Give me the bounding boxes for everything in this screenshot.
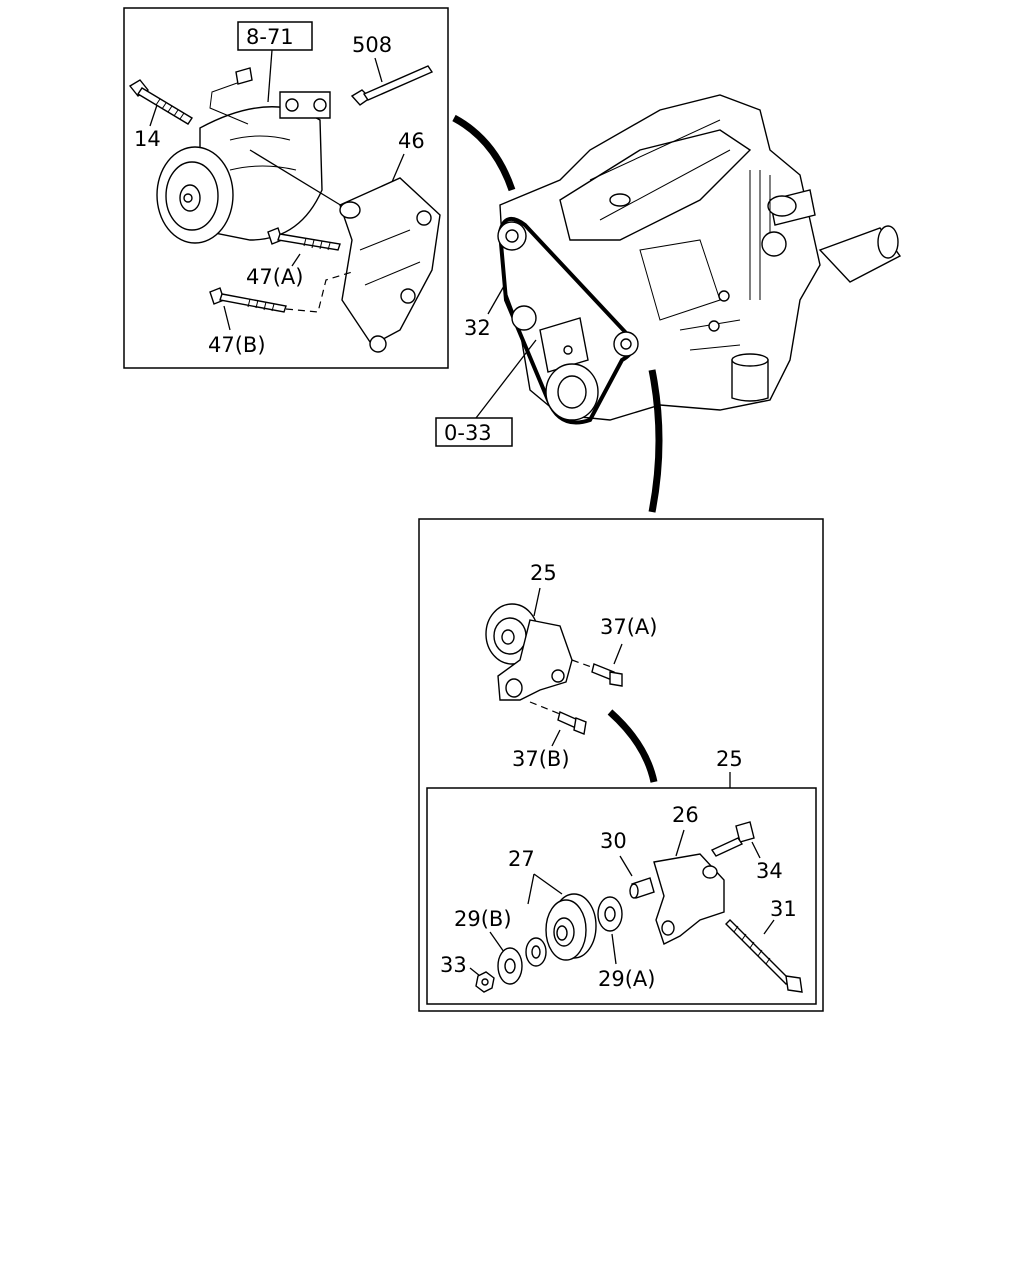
label-37a: 37(A) (600, 615, 657, 639)
bolt-14-part (128, 79, 193, 125)
pulley-27-part (545, 893, 597, 961)
leader-27 (527, 873, 563, 905)
label-47a: 47(A) (246, 265, 303, 289)
leader-26 (675, 829, 685, 857)
label-29a: 29(A) (598, 967, 655, 991)
compressor-inset-frame (123, 7, 449, 369)
label-37b: 37(B) (512, 747, 570, 771)
label-27: 27 (508, 847, 535, 871)
ref-box-0-33 (435, 417, 513, 447)
arrow-to-exploded-view (607, 709, 658, 783)
label-508: 508 (352, 33, 392, 57)
dashed-37a (571, 659, 595, 669)
leader-8-71 (267, 49, 273, 103)
leader-0-33 (475, 339, 537, 419)
leader-46 (391, 153, 405, 183)
bolt-37a-part (591, 663, 623, 687)
label-25-inner: 25 (716, 747, 743, 771)
leader-31 (763, 919, 775, 935)
ref-label-8-71: 8-71 (246, 25, 294, 49)
label-34: 34 (756, 859, 783, 883)
label-46: 46 (398, 129, 425, 153)
washer-29b-part (497, 947, 523, 985)
nut-33-part (475, 971, 495, 993)
leader-37b (551, 729, 561, 747)
leader-33 (469, 967, 481, 977)
label-47b: 47(B) (208, 333, 266, 357)
engine-pulleys (497, 221, 639, 421)
label-29b: 29(B) (454, 907, 512, 931)
label-31: 31 (770, 897, 797, 921)
label-33: 33 (440, 953, 467, 977)
label-30: 30 (600, 829, 627, 853)
bolt-34-part (710, 821, 755, 857)
leader-37a (613, 643, 623, 665)
leader-compressor-to-bracket (249, 149, 343, 207)
leader-32 (487, 285, 505, 315)
bracket-46-part (339, 177, 441, 353)
leader-34 (751, 841, 761, 859)
ref-box-8-71 (237, 21, 313, 51)
bearing-part (525, 937, 547, 967)
leader-29b (489, 931, 505, 953)
label-14: 14 (134, 127, 161, 151)
leader-508 (374, 57, 383, 83)
leader-25-top (533, 587, 541, 617)
leader-29a (611, 933, 617, 965)
arrow-engine-to-tensioner (648, 369, 663, 513)
ref-label-0-33: 0-33 (444, 421, 492, 445)
leader-47a (291, 253, 301, 267)
arrow-inset-to-engine (452, 114, 516, 192)
bolt-37b-part (557, 711, 587, 735)
collar-30-part (629, 877, 655, 899)
cable-tie-part (350, 65, 434, 106)
label-26: 26 (672, 803, 699, 827)
dashed-path-47b (285, 271, 353, 313)
leader-30 (619, 855, 633, 877)
tensioner-inset-frame (418, 518, 824, 1012)
exploded-view-frame (426, 787, 817, 1005)
dashed-37b (529, 701, 561, 715)
label-32: 32 (464, 316, 491, 340)
label-25-top: 25 (530, 561, 557, 585)
bracket-26-part (653, 853, 725, 945)
bolt-31-part (725, 919, 803, 993)
bolt-47b-part (209, 287, 287, 313)
leader-47b (223, 305, 231, 331)
ac-compressor-part (156, 67, 331, 244)
washer-29a-part (597, 896, 623, 932)
tensioner-assembly-part (485, 603, 573, 701)
bolt-47a-part (267, 227, 341, 251)
